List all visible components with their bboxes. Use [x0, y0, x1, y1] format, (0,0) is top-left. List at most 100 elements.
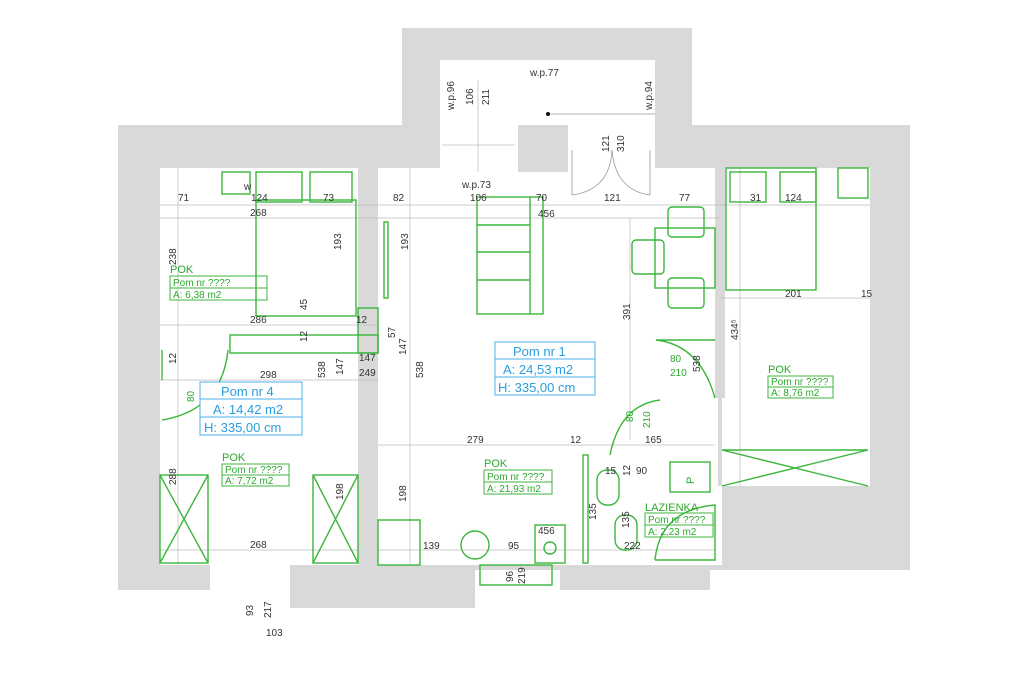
room-type: LAZIENKA	[645, 502, 699, 514]
unit-label-1: Pom nr 1 A: 24,53 m2 H: 335,00 cm	[494, 341, 596, 396]
dim: 210	[670, 368, 687, 379]
room-area: A: 2,23 m2	[648, 527, 697, 538]
room-number: Pom nr ????	[225, 465, 283, 476]
dim: 210	[642, 411, 653, 428]
dim: 95	[508, 541, 520, 552]
room-interiors	[160, 60, 870, 689]
dim: 31	[750, 193, 762, 204]
dim: 286	[250, 315, 267, 326]
label-wp94: w.p.94	[644, 81, 655, 111]
unit-height: H: 335,00 cm	[498, 380, 575, 395]
room-number: Pom nr ????	[173, 278, 231, 289]
dim: 71	[178, 193, 190, 204]
dim: 193	[333, 233, 344, 250]
dim: w	[243, 182, 252, 193]
room-type: POK	[222, 452, 246, 464]
furniture	[159, 167, 869, 586]
label-wp77: w.p.77	[529, 68, 559, 79]
room-area: A: 21,93 m2	[487, 484, 541, 495]
dim: 15	[861, 289, 873, 300]
room-type: POK	[768, 364, 792, 376]
dim: 45	[299, 298, 310, 310]
unit-height: H: 335,00 cm	[204, 420, 281, 435]
dim: 124	[785, 193, 802, 204]
dim: 268	[250, 208, 267, 219]
dim: 538	[692, 355, 703, 372]
dim: 538	[317, 361, 328, 378]
dim: 268	[250, 540, 267, 551]
room-number: Pom nr ????	[648, 515, 706, 526]
dim: 57	[387, 326, 398, 338]
dim: 12	[299, 330, 310, 342]
dim: 12	[570, 435, 582, 446]
dim: 12	[356, 315, 368, 326]
room-label-3: POK Pom nr ???? A: 21,93 m2	[483, 458, 553, 495]
label-wp96: w.p.96	[446, 81, 457, 111]
dim: 12	[622, 464, 633, 476]
room-label-4: POK Pom nr ???? A: 8,76 m2	[767, 364, 834, 399]
dim: 96	[505, 570, 516, 582]
room-label-2: POK Pom nr ???? A: 7,72 m2	[221, 452, 290, 487]
dim: 147	[359, 353, 376, 364]
room-type: POK	[170, 264, 194, 276]
dim: 538	[415, 361, 426, 378]
dim: 456	[538, 209, 555, 220]
dim: 198	[335, 483, 346, 500]
dim: 217	[263, 601, 274, 618]
dim-310: 310	[616, 135, 627, 152]
dim: 222	[624, 541, 641, 552]
dim: 279	[467, 435, 484, 446]
dim: 12	[168, 352, 179, 364]
balcony-door	[571, 149, 651, 196]
dim-211: 211	[481, 89, 492, 105]
dim: 15	[605, 466, 617, 477]
dim: 80	[670, 354, 682, 365]
dim: 298	[260, 370, 277, 381]
dim: 82	[393, 193, 405, 204]
unit-area: A: 14,42 m2	[213, 402, 283, 417]
balcony-labels: w.p.77 w.p.96 106 211 w.p.94 121 310 w.p…	[446, 68, 655, 191]
dim: 106	[470, 193, 487, 204]
dim: 165	[645, 435, 662, 446]
dimension-lines	[160, 80, 870, 565]
label-wp73: w.p.73	[461, 180, 491, 191]
dim: 219	[517, 567, 528, 584]
room-number: Pom nr ????	[487, 472, 545, 483]
top-dimensions: 71 124 73 82 106 70 121 77 31 124	[178, 193, 802, 204]
room-area: A: 6,38 m2	[173, 290, 222, 301]
dim: 249	[359, 368, 376, 379]
room-label-5: LAZIENKA Pom nr ???? A: 2,23 m2	[644, 502, 714, 538]
unit-number: Pom nr 4	[221, 384, 274, 399]
dim: 77	[679, 193, 691, 204]
dim: 434⁵	[730, 319, 741, 340]
dim: 391	[622, 303, 633, 320]
dim: 80	[625, 410, 636, 422]
room-area: A: 7,72 m2	[225, 476, 274, 487]
dim: 198	[398, 485, 409, 502]
dim: 147	[398, 338, 409, 355]
dim: 70	[536, 193, 548, 204]
unit-label-4: Pom nr 4 A: 14,42 m2 H: 335,00 cm	[199, 381, 303, 436]
room-area: A: 8,76 m2	[771, 388, 820, 399]
dim: 124	[251, 193, 268, 204]
dim: 90	[636, 466, 648, 477]
room-type: POK	[484, 458, 508, 470]
dim: 201	[785, 289, 802, 300]
dim: 93	[245, 604, 256, 616]
room-number: Pom nr ????	[771, 377, 829, 388]
dimensions: w 268 456 238 193 193 391 434⁵ 201 15 45…	[168, 182, 873, 639]
dim: 147	[335, 358, 346, 375]
dim: 73	[323, 193, 335, 204]
dim: 103	[266, 628, 283, 639]
dim: 80	[186, 390, 197, 402]
dim: P	[685, 477, 697, 484]
room-label-1: POK Pom nr ???? A: 6,38 m2	[169, 264, 268, 301]
dim: 456	[538, 526, 555, 537]
dim: 135	[588, 503, 599, 520]
dim: 238	[168, 248, 179, 265]
dim-106: 106	[465, 88, 476, 105]
unit-number: Pom nr 1	[513, 344, 566, 359]
dim: 139	[423, 541, 440, 552]
dim-121: 121	[601, 135, 612, 152]
